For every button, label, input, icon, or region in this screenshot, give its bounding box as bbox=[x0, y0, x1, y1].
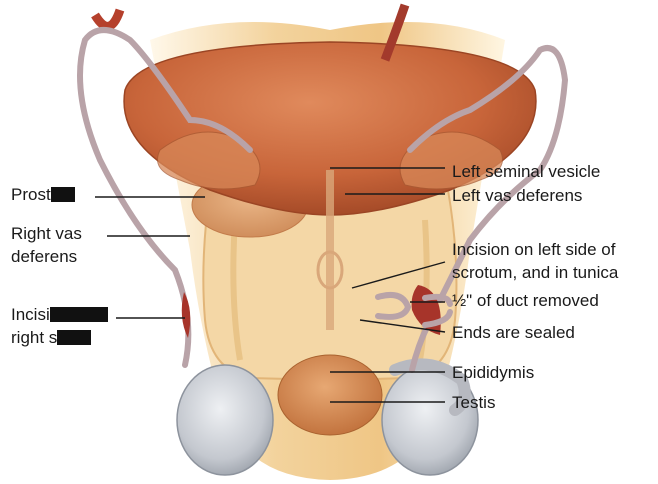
label-ends-sealed: Ends are sealed bbox=[452, 321, 575, 344]
testis-right bbox=[177, 365, 273, 475]
label-incision-right: Incisi right s bbox=[11, 303, 108, 349]
label-incision-left: Incision on left side of scrotum, and in… bbox=[452, 238, 618, 284]
redaction-block bbox=[57, 330, 91, 345]
label-incision-right-line2: right s bbox=[11, 328, 57, 347]
label-testis: Testis bbox=[452, 391, 495, 414]
label-right-vas-deferens: Right vas deferens bbox=[11, 222, 82, 268]
label-right-vas-line2: deferens bbox=[11, 247, 77, 266]
label-left-seminal-vesicle: Left seminal vesicle bbox=[452, 160, 600, 183]
label-duct-removed: ½" of duct removed bbox=[452, 289, 599, 312]
redaction-block bbox=[50, 307, 108, 322]
label-incision-right-line1: Incisi bbox=[11, 305, 50, 324]
label-left-vas-deferens: Left vas deferens bbox=[452, 184, 582, 207]
incision-right bbox=[182, 292, 191, 338]
label-incision-left-line1: Incision on left side of bbox=[452, 240, 615, 259]
label-right-vas-line1: Right vas bbox=[11, 224, 82, 243]
label-epididymis: Epididymis bbox=[452, 361, 534, 384]
label-prostate: Prost bbox=[11, 183, 75, 206]
glans bbox=[278, 355, 382, 435]
redaction-block bbox=[51, 187, 75, 202]
label-prostate-text: Prost bbox=[11, 185, 51, 204]
label-incision-left-line2: scrotum, and in tunica bbox=[452, 263, 618, 282]
